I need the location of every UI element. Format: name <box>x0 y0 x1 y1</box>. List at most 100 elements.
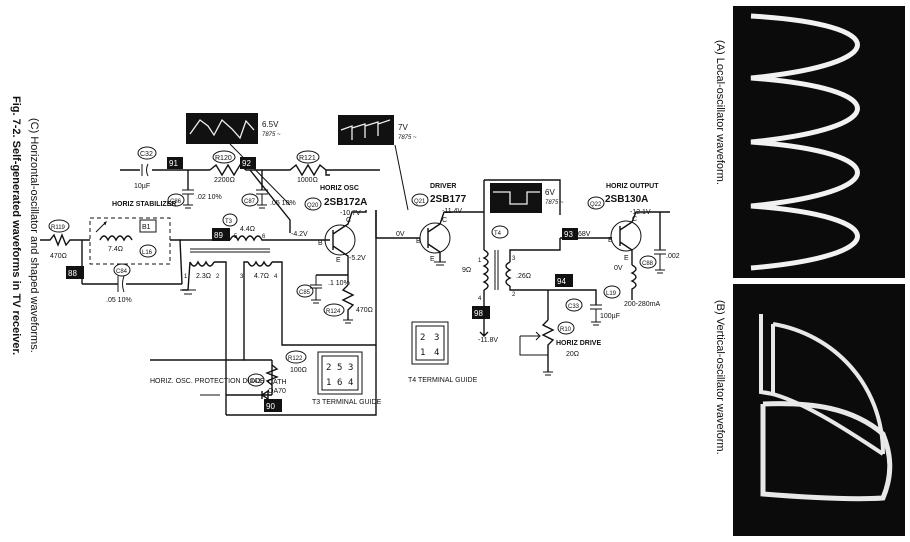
test-point-89 <box>212 228 230 241</box>
c86-label: C86 .02 10% <box>167 193 222 207</box>
svg-text:2: 2 <box>420 333 425 343</box>
svg-text:L16: L16 <box>142 250 153 256</box>
scope-inset-driver-in: 7V 7875 ~ <box>338 115 417 145</box>
scope-leader-lines <box>229 143 409 211</box>
svg-text:T4 TERMINAL GUIDE: T4 TERMINAL GUIDE <box>408 377 478 384</box>
svg-text:88: 88 <box>68 269 77 278</box>
stabilizer-wire <box>170 239 183 285</box>
svg-text:2.3Ω: 2.3Ω <box>196 273 211 280</box>
svg-text:Q22: Q22 <box>590 202 602 208</box>
svg-text:R124: R124 <box>326 309 341 315</box>
svg-text:100Ω: 100Ω <box>290 367 307 374</box>
c32-label: C32 10µF <box>134 146 157 190</box>
svg-text:470Ω: 470Ω <box>50 253 67 260</box>
q21-driver: 0V B C E DRIVER Q21 2SB177 -11.4V <box>375 183 484 266</box>
svg-text:C: C <box>442 217 447 224</box>
svg-text:C87: C87 <box>244 199 256 205</box>
supply-arrow <box>479 330 489 337</box>
svg-text:C: C <box>632 216 637 223</box>
scope3-freq: 7875 ~ <box>545 200 564 206</box>
svg-text:2SB172A: 2SB172A <box>324 197 367 208</box>
sine-trace <box>750 13 860 271</box>
vertical-oscillator-waveform-photo <box>733 284 905 536</box>
c33: C33 100µF <box>565 298 620 320</box>
svg-text:1: 1 <box>184 274 188 280</box>
q22-horiz-output: .68V B C E HORIZ OUTPUT Q22 2SB130A -12.… <box>560 183 680 308</box>
t3-terminal-guide: 2 5 3 1 6 4 T3 TERMINAL GUIDE <box>312 351 382 406</box>
svg-text:10µF: 10µF <box>134 183 150 190</box>
svg-text:B: B <box>318 240 323 247</box>
svg-text:C32: C32 <box>140 151 153 158</box>
svg-text:L19: L19 <box>606 291 617 297</box>
svg-text:HORIZ STABILIZER: HORIZ STABILIZER <box>112 201 176 208</box>
svg-text:9Ω: 9Ω <box>462 267 471 274</box>
svg-text:4: 4 <box>348 378 353 388</box>
svg-text:C86: C86 <box>170 199 182 205</box>
scope2-amplitude: 7V <box>398 123 408 132</box>
svg-text:R120: R120 <box>215 155 232 162</box>
svg-text:2: 2 <box>216 274 220 280</box>
svg-text:3: 3 <box>240 274 244 280</box>
svg-text:R122: R122 <box>288 356 303 362</box>
svg-text:3: 3 <box>512 256 516 262</box>
caption-b: (B) Vertical-oscillator waveform. <box>714 300 726 455</box>
svg-text:4.7Ω: 4.7Ω <box>254 273 269 280</box>
scope1-amplitude: 6.5V <box>262 120 279 129</box>
svg-text:C33: C33 <box>568 304 580 310</box>
svg-text:2: 2 <box>326 363 331 373</box>
svg-text:R119: R119 <box>51 225 66 231</box>
horiz-stabilizer: HORIZ STABILIZER B1 L16 7.4Ω <box>89 201 176 265</box>
svg-text:3: 3 <box>434 333 439 343</box>
svg-text:2: 2 <box>512 292 516 298</box>
svg-text:HORIZ DRIVE: HORIZ DRIVE <box>556 340 601 347</box>
svg-text:E: E <box>624 255 629 262</box>
test-point-98 <box>472 306 490 319</box>
svg-text:.26Ω: .26Ω <box>516 273 531 280</box>
svg-text:4.4Ω: 4.4Ω <box>240 226 255 233</box>
local-oscillator-waveform-photo <box>733 6 905 278</box>
svg-text:.05 10%: .05 10% <box>270 200 296 207</box>
svg-text:470Ω: 470Ω <box>356 307 373 314</box>
svg-text:94: 94 <box>557 277 566 286</box>
svg-text:-12.1V: -12.1V <box>630 209 651 216</box>
svg-text:Q20: Q20 <box>307 203 319 209</box>
c87-label: C87 .05 10% <box>241 193 296 207</box>
svg-text:4: 4 <box>274 274 278 280</box>
svg-text:4: 4 <box>478 296 482 302</box>
figure-caption: Fig. 7-2. Self-generated waveforms in TV… <box>10 96 22 356</box>
scope1-freq: 7875 ~ <box>262 132 281 138</box>
svg-text:1: 1 <box>478 258 482 264</box>
svg-text:100µF: 100µF <box>600 313 620 320</box>
r122-diode: R122 100Ω X42 CATH OA70 HORIZ. OSC. PROT… <box>150 345 377 416</box>
svg-text:HORIZ OSC: HORIZ OSC <box>320 185 359 192</box>
svg-text:91: 91 <box>169 159 178 168</box>
scope-inset-osc: 6.5V 7875 ~ <box>186 113 281 144</box>
svg-text:HORIZ. OSC. PROTECTION DIODE: HORIZ. OSC. PROTECTION DIODE <box>150 378 265 385</box>
r121-label: R121 1000Ω <box>296 150 320 184</box>
svg-text:B: B <box>416 238 421 245</box>
svg-text:B1: B1 <box>142 224 151 231</box>
test-point-92 <box>240 157 256 169</box>
svg-text:T3: T3 <box>225 219 233 225</box>
svg-text:1: 1 <box>420 348 425 358</box>
scope3-amplitude: 6V <box>545 188 555 197</box>
svg-text:200-280mA: 200-280mA <box>624 301 661 308</box>
svg-text:HORIZ OUTPUT: HORIZ OUTPUT <box>606 183 659 190</box>
svg-text:R10: R10 <box>560 327 572 333</box>
svg-text:C84: C84 <box>116 269 128 275</box>
svg-text:Q21: Q21 <box>414 199 426 205</box>
svg-text:R121: R121 <box>299 155 316 162</box>
t3-transformer: 89 T3 4.4Ω 2.3Ω 4.7Ω 5 6 1 2 3 4 <box>180 210 377 415</box>
svg-text:2SB130A: 2SB130A <box>605 194 648 205</box>
caption-c: (C) Horizontal-oscillator and shaped wav… <box>28 118 40 353</box>
svg-text:93: 93 <box>564 230 573 239</box>
svg-text:0V: 0V <box>614 265 623 272</box>
svg-text:6: 6 <box>262 234 266 240</box>
svg-text:-10.7V: -10.7V <box>340 210 361 217</box>
svg-text:6: 6 <box>337 378 342 388</box>
svg-text:90: 90 <box>266 402 275 411</box>
r120-label: R120 2200Ω <box>212 150 236 184</box>
svg-text:B: B <box>608 237 613 244</box>
test-point-93 <box>562 228 578 240</box>
svg-text:1: 1 <box>326 378 331 388</box>
